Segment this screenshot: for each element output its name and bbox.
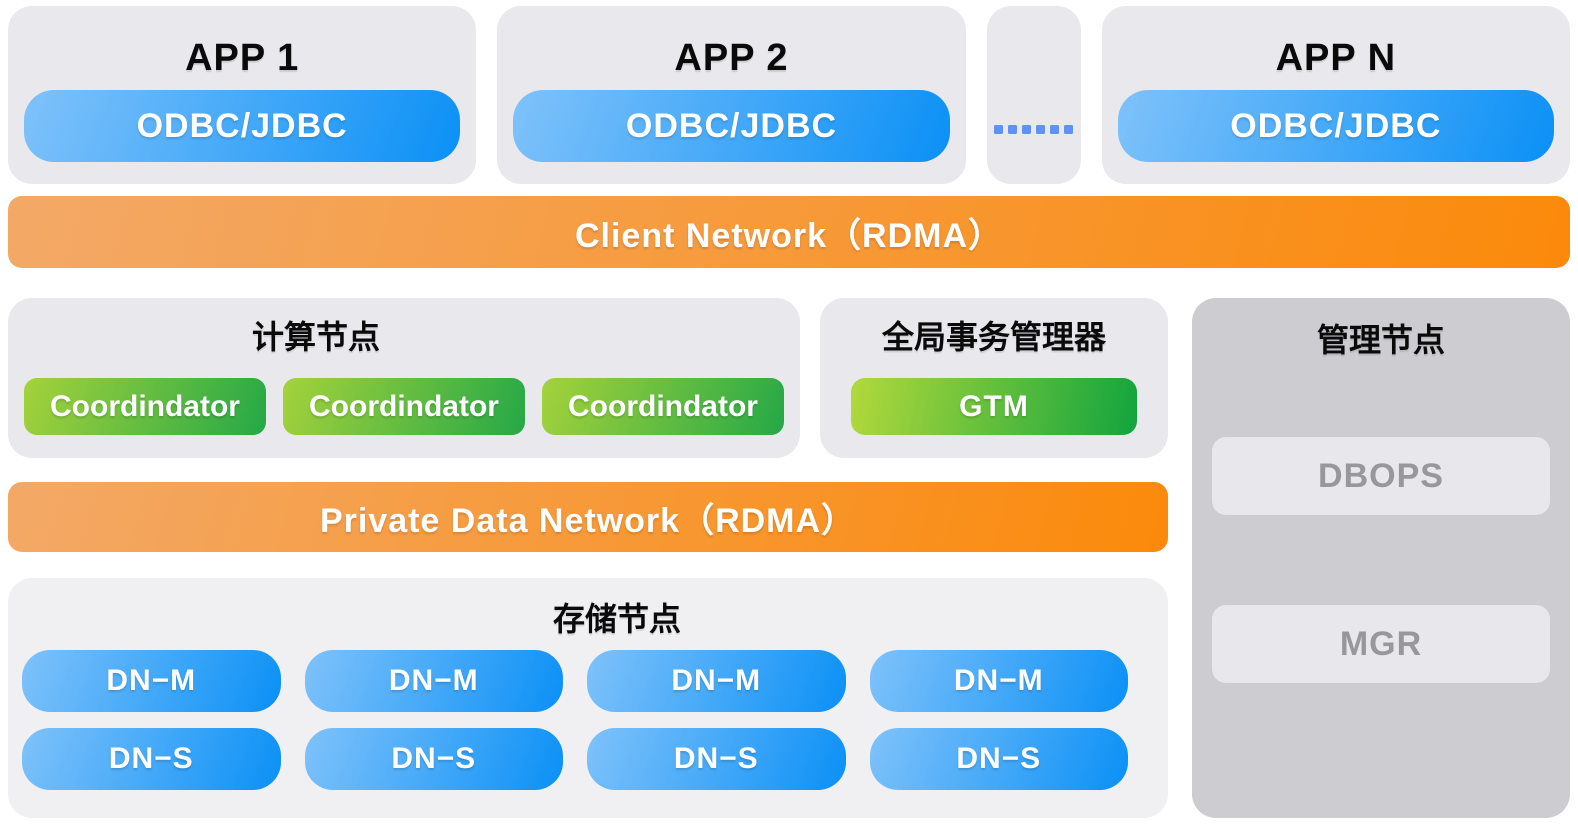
coordinator-pill-row: Coordindator Coordindator Coordindator	[24, 378, 784, 435]
gtm-pill: GTM	[851, 378, 1137, 435]
compute-nodes-title: 计算节点	[251, 319, 380, 355]
private-data-network-banner: Private Data Network（RDMA）	[8, 482, 1168, 552]
dn-slave-pill-3: DN−S	[587, 728, 846, 790]
datanode-grid: DN−M DN−S DN−M DN−S DN−M DN−S DN−M DN−S	[22, 650, 1128, 792]
app-2-odbc-jdbc-pill: ODBC/JDBC	[513, 90, 950, 162]
apps-row: APP 1 ODBC/JDBC APP 2 ODBC/JDBC APP N OD…	[8, 6, 1570, 184]
dn-master-pill-2: DN−M	[304, 650, 563, 712]
global-transaction-manager-card: 全局事务管理器 GTM	[820, 298, 1168, 458]
app-n-odbc-jdbc-pill: ODBC/JDBC	[1117, 90, 1554, 162]
compute-nodes-card: 计算节点 Coordindator Coordindator Coordinda…	[8, 298, 800, 458]
app-1-title: APP 1	[185, 36, 300, 79]
dn-master-pill-3: DN−M	[587, 650, 846, 712]
left-column: 计算节点 Coordindator Coordindator Coordinda…	[8, 298, 1168, 818]
management-node-title: 管理节点	[1316, 322, 1445, 358]
client-network-banner: Client Network（RDMA）	[8, 196, 1570, 268]
coordinator-pill-1: Coordindator	[24, 378, 266, 435]
dn-master-pill-4: DN−M	[869, 650, 1128, 712]
mgr-box: MGR	[1212, 605, 1550, 683]
app-card-n: APP N ODBC/JDBC	[1101, 6, 1570, 184]
dn-slave-pill-1: DN−S	[22, 728, 281, 790]
management-node-panel: 管理节点 DBOPS MGR	[1192, 298, 1570, 818]
main-area: 计算节点 Coordindator Coordindator Coordinda…	[8, 298, 1570, 818]
app-n-title: APP N	[1275, 36, 1397, 79]
coordinator-pill-2: Coordindator	[283, 378, 525, 435]
gtm-title: 全局事务管理器	[881, 319, 1106, 355]
storage-nodes-card: 存储节点 DN−M DN−S DN−M DN−S DN−M DN−S	[8, 578, 1168, 818]
app-card-1: APP 1 ODBC/JDBC	[8, 6, 477, 184]
dbops-box: DBOPS	[1212, 437, 1550, 515]
datanode-column-3: DN−M DN−S	[587, 650, 846, 792]
app-1-odbc-jdbc-pill: ODBC/JDBC	[24, 90, 461, 162]
dn-slave-pill-4: DN−S	[869, 728, 1128, 790]
datanode-column-2: DN−M DN−S	[304, 650, 563, 792]
coordinator-pill-3: Coordindator	[542, 378, 784, 435]
dn-slave-pill-2: DN−S	[304, 728, 563, 790]
compute-gtm-row: 计算节点 Coordindator Coordindator Coordinda…	[8, 298, 1168, 458]
app-2-title: APP 2	[674, 36, 789, 79]
datanode-column-4: DN−M DN−S	[869, 650, 1128, 792]
datanode-column-1: DN−M DN−S	[22, 650, 281, 792]
storage-nodes-title: 存储节点	[552, 601, 681, 637]
apps-ellipsis-card	[986, 6, 1081, 184]
dn-master-pill-1: DN−M	[22, 650, 281, 712]
ellipsis-icon	[994, 125, 1074, 135]
app-card-2: APP 2 ODBC/JDBC	[497, 6, 966, 184]
